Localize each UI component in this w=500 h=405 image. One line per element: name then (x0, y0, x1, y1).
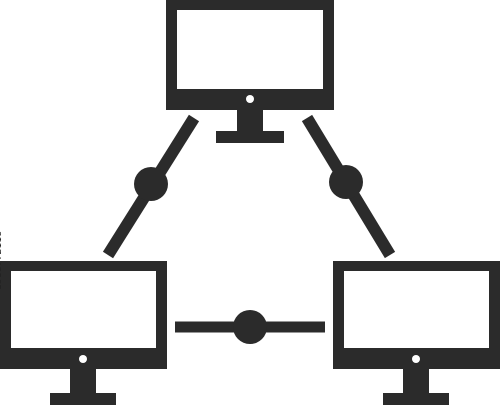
node-dot-left (134, 167, 168, 201)
link-markers (134, 165, 363, 344)
monitor-icon (333, 261, 500, 405)
monitor-icon (0, 261, 167, 405)
stock-id-watermark: 1511772118 (0, 230, 4, 290)
node-dot-bottom (233, 310, 267, 344)
monitor-icon (166, 0, 334, 143)
node-dot-right (329, 165, 363, 199)
